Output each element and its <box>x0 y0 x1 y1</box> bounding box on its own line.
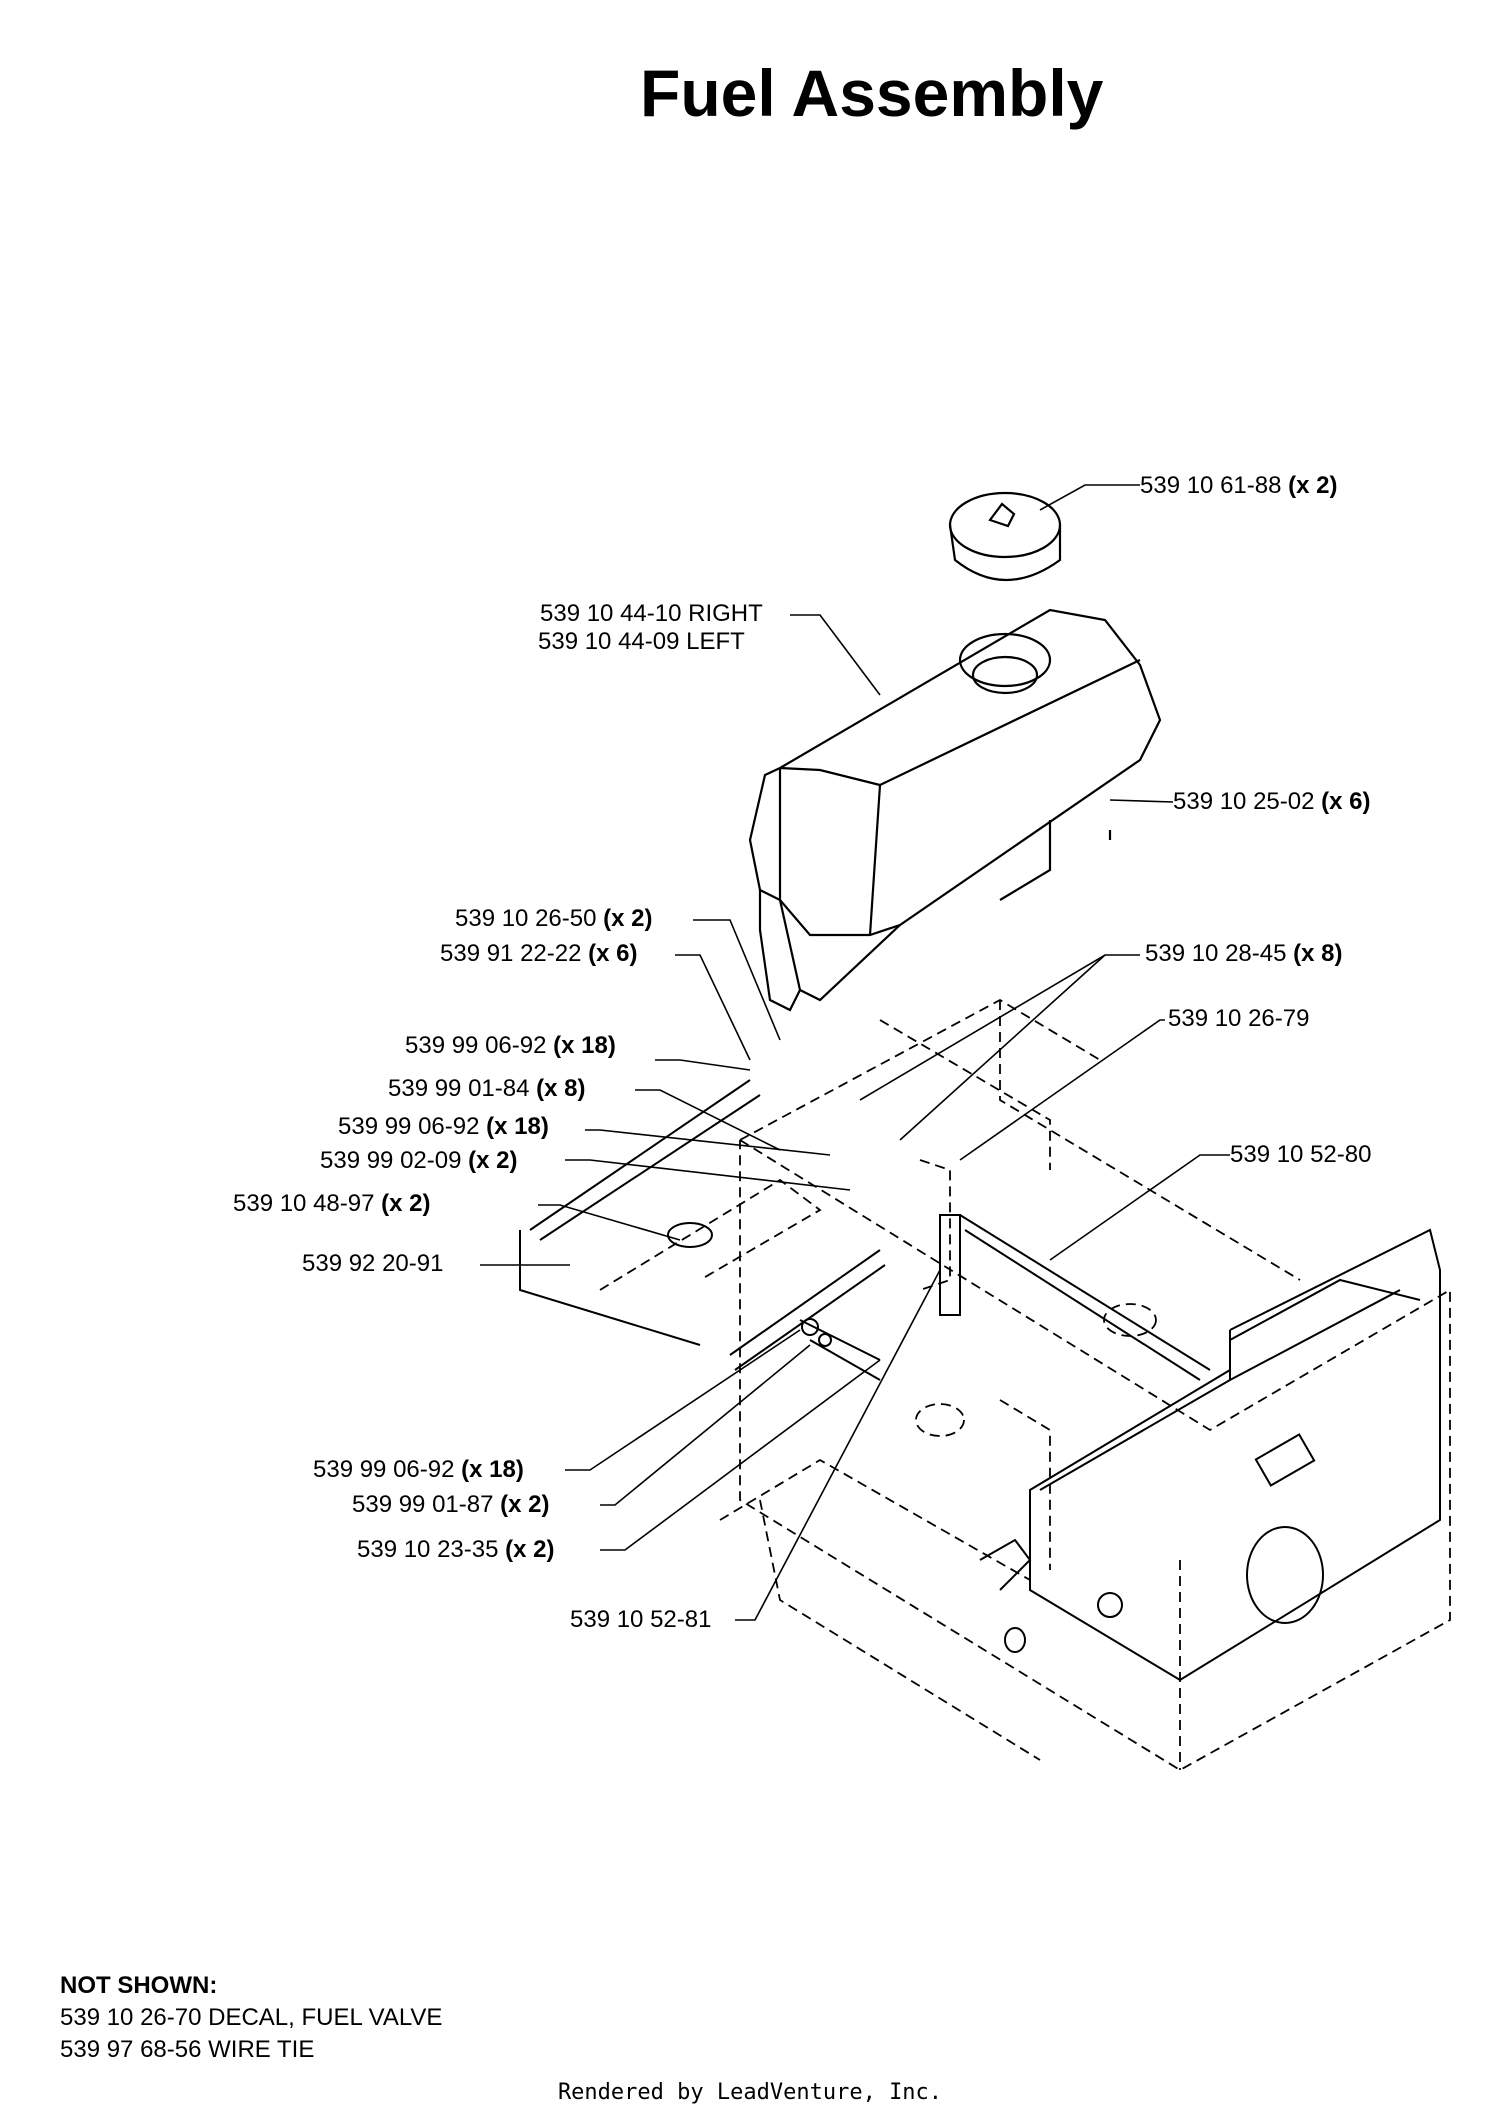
crossbar <box>519 1079 1211 1381</box>
label-539-99-01-84: 539 99 01-84 (x 8) <box>388 1075 586 1103</box>
fuel-tank <box>748 608 1162 1012</box>
label-539-99-06-92-b: 539 99 06-92 (x 18) <box>338 1113 549 1141</box>
quantity: (x 2) <box>1288 472 1338 499</box>
part-number: 539 10 23-35 <box>357 1536 499 1563</box>
fuel-cap <box>948 491 1062 582</box>
quantity: (x 2) <box>468 1147 518 1174</box>
part-number: 539 99 06-92 <box>313 1456 455 1483</box>
part-number: 539 99 06-92 <box>338 1113 480 1140</box>
label-fuel-cap: 539 10 61-88 (x 2) <box>1140 472 1338 500</box>
label-539-10-52-80: 539 10 52-80 <box>1230 1141 1371 1169</box>
quantity: (x 2) <box>505 1536 555 1563</box>
not-shown-item: 539 10 26-70 DECAL, FUEL VALVE <box>60 2004 443 2031</box>
label-539-10-52-81: 539 10 52-81 <box>570 1606 711 1634</box>
label-539-10-26-50: 539 10 26-50 (x 2) <box>455 905 653 933</box>
part-number: 539 99 01-84 <box>388 1075 530 1102</box>
label-fuel-tank-left: 539 10 44-09 LEFT <box>538 628 745 655</box>
label-539-91-22-22: 539 91 22-22 (x 6) <box>440 940 638 968</box>
label-539-99-01-87: 539 99 01-87 (x 2) <box>352 1491 550 1519</box>
part-number: 539 10 48-97 <box>233 1190 375 1217</box>
label-539-99-06-92-c: 539 99 06-92 (x 18) <box>313 1456 524 1484</box>
quantity: (x 2) <box>603 905 653 932</box>
not-shown-list: NOT SHOWN: 539 10 26-70 DECAL, FUEL VALV… <box>60 1970 442 2066</box>
part-number: 539 92 20-91 <box>302 1250 444 1277</box>
quantity: (x 2) <box>500 1491 550 1518</box>
label-539-99-02-09: 539 99 02-09 (x 2) <box>320 1147 518 1175</box>
leader-lines <box>480 484 1230 1621</box>
part-number: 539 10 25-02 <box>1173 788 1315 815</box>
quantity: (x 8) <box>536 1075 586 1102</box>
quantity: (x 18) <box>486 1113 549 1140</box>
quantity: (x 2) <box>381 1190 431 1217</box>
not-shown-item: 539 97 68-56 WIRE TIE <box>60 2036 315 2063</box>
quantity: (x 6) <box>588 940 638 967</box>
page-title: Fuel Assembly <box>640 56 1104 130</box>
quantity: (x 6) <box>1321 788 1371 815</box>
part-number: 539 10 26-79 <box>1168 1005 1310 1032</box>
part-number: 539 10 52-81 <box>570 1606 712 1633</box>
part-number: 539 10 26-50 <box>455 905 597 932</box>
part-number: 539 10 52-80 <box>1230 1141 1372 1168</box>
label-539-10-28-45: 539 10 28-45 (x 8) <box>1145 940 1343 968</box>
part-number: 539 10 61-88 <box>1140 472 1282 499</box>
footer-credit: Rendered by LeadVenture, Inc. <box>557 2080 943 2105</box>
quantity: (x 18) <box>553 1032 616 1059</box>
quantity: (x 18) <box>461 1456 524 1483</box>
side-plate <box>979 1228 1441 1682</box>
part-number: 539 99 01-87 <box>352 1491 494 1518</box>
label-stud: 539 10 25-02 (x 6) <box>1173 788 1371 816</box>
label-539-10-23-35: 539 10 23-35 (x 2) <box>357 1536 555 1564</box>
part-number: 539 99 06-92 <box>405 1032 547 1059</box>
chassis-frame <box>599 998 1451 1772</box>
label-539-10-26-79: 539 10 26-79 <box>1168 1005 1309 1033</box>
quantity: (x 8) <box>1293 940 1343 967</box>
label-539-99-06-92-a: 539 99 06-92 (x 18) <box>405 1032 616 1060</box>
label-539-10-48-97: 539 10 48-97 (x 2) <box>233 1190 431 1218</box>
part-number: 539 10 28-45 <box>1145 940 1287 967</box>
label-539-92-20-91: 539 92 20-91 <box>302 1250 443 1278</box>
not-shown-header: NOT SHOWN: <box>60 1972 218 1999</box>
part-number: 539 99 02-09 <box>320 1147 462 1174</box>
label-fuel-tank-right: 539 10 44-10 RIGHT <box>540 600 763 627</box>
part-number: 539 91 22-22 <box>440 940 582 967</box>
